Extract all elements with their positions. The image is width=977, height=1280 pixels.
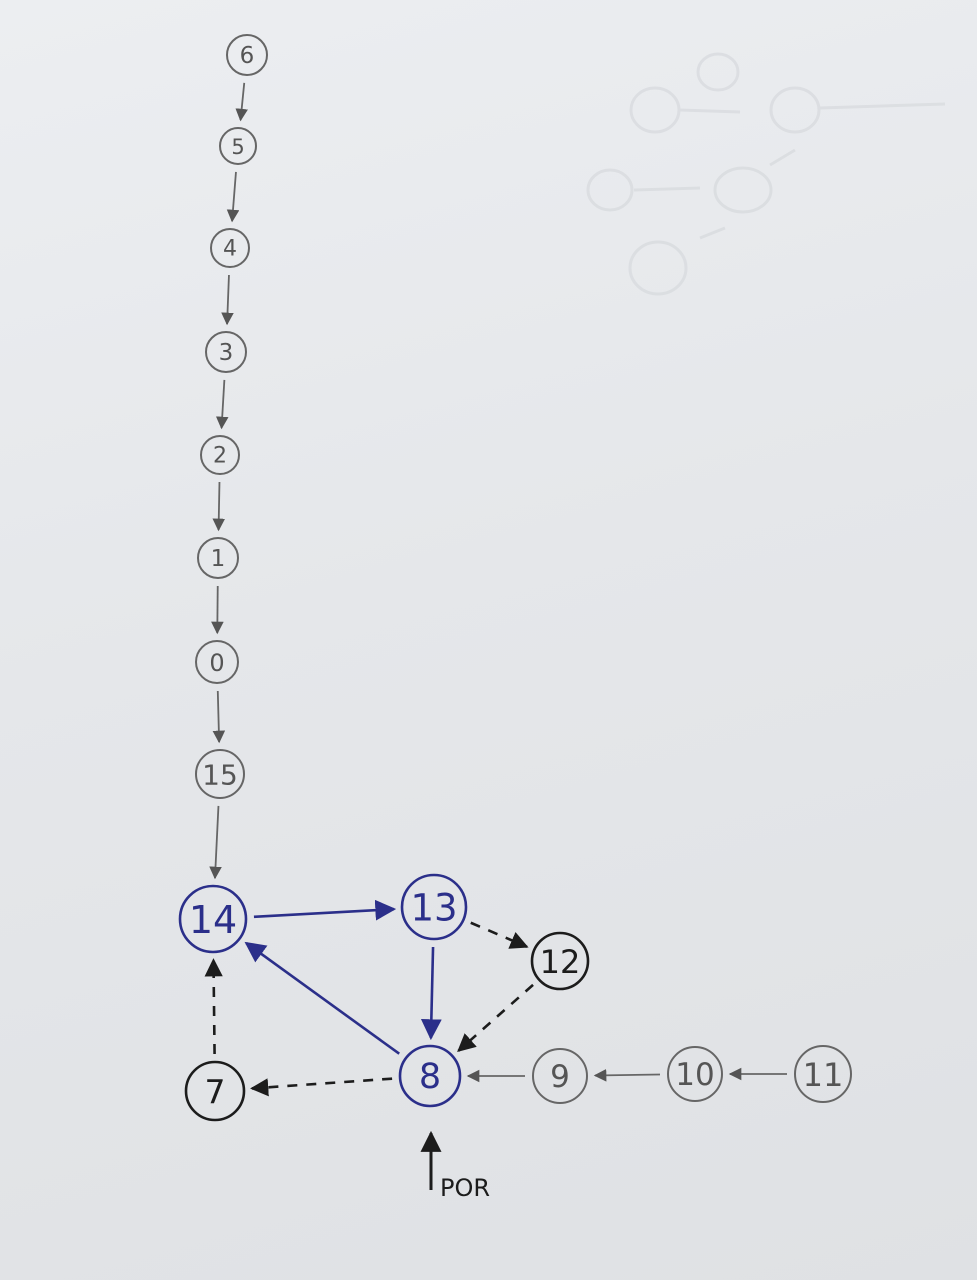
entry-arrow: POR <box>420 1130 490 1202</box>
state-node-label: 12 <box>540 943 581 981</box>
state-node-label: 10 <box>675 1057 714 1093</box>
edges-layer <box>204 82 787 1097</box>
state-node-label: 6 <box>240 43 255 69</box>
state-node-15: 15 <box>195 749 245 799</box>
transition-arrow <box>221 274 234 326</box>
state-node-10: 10 <box>667 1046 723 1102</box>
transition-arrow <box>244 941 400 1055</box>
state-node-label: 5 <box>231 135 244 159</box>
transition-arrow <box>420 946 442 1041</box>
state-node-circle <box>219 127 257 165</box>
state-node-circle <box>532 1048 588 1104</box>
state-node-label: 4 <box>223 237 237 262</box>
faint-impression-line <box>633 102 946 240</box>
transition-arrow <box>253 899 397 921</box>
faint-impression-circle <box>769 86 821 134</box>
transition-arrow <box>215 379 229 430</box>
state-node-6: 6 <box>226 34 268 76</box>
faint-impression-group <box>586 52 946 296</box>
state-node-label: 2 <box>213 444 227 469</box>
state-node-label: 1 <box>211 546 226 572</box>
state-node-1: 1 <box>197 537 239 579</box>
state-node-circle <box>794 1045 852 1103</box>
faint-impression-circle <box>629 86 681 134</box>
transition-arrow <box>470 921 529 949</box>
state-node-circle <box>178 884 248 954</box>
faint-impression-circle <box>628 240 688 296</box>
state-node-3: 3 <box>205 331 247 373</box>
transition-arrow <box>209 805 222 880</box>
state-node-11: 11 <box>794 1045 852 1103</box>
state-node-label: 14 <box>189 898 237 942</box>
transition-arrow <box>235 82 248 122</box>
entry-label: POR <box>440 1174 490 1202</box>
state-node-0: 0 <box>195 640 239 684</box>
faint-impression-circle <box>586 168 634 212</box>
state-node-9: 9 <box>532 1048 588 1104</box>
transition-arrow <box>250 1077 393 1097</box>
state-node-2: 2 <box>200 435 240 475</box>
state-node-13: 13 <box>400 873 468 941</box>
state-node-circle <box>195 640 239 684</box>
state-node-5: 5 <box>219 127 257 165</box>
state-node-label: 3 <box>219 340 234 366</box>
state-node-14: 14 <box>178 884 248 954</box>
state-node-label: 15 <box>202 759 238 792</box>
transition-arrow <box>593 1069 661 1082</box>
state-node-circle <box>400 873 468 941</box>
state-node-4: 4 <box>210 228 250 268</box>
transition-arrow <box>212 690 226 744</box>
state-node-circle <box>226 34 268 76</box>
transition-arrow <box>204 958 223 1055</box>
state-node-circle <box>197 537 239 579</box>
state-node-circle <box>195 749 245 799</box>
state-node-circle <box>210 228 250 268</box>
state-node-label: 8 <box>419 1057 441 1097</box>
state-node-label: 13 <box>410 887 457 930</box>
state-node-circle <box>200 435 240 475</box>
transition-arrow <box>457 983 534 1053</box>
state-node-8: 8 <box>398 1044 462 1108</box>
faint-impression-circle <box>713 166 773 214</box>
state-node-circle <box>205 331 247 373</box>
state-node-circle <box>398 1044 462 1108</box>
state-node-7: 7 <box>184 1060 246 1122</box>
state-node-circle <box>184 1060 246 1122</box>
state-node-12: 12 <box>530 931 590 991</box>
faint-impression-circle <box>696 52 740 92</box>
state-node-circle <box>667 1046 723 1102</box>
state-node-label: 11 <box>803 1056 844 1094</box>
state-node-label: 9 <box>550 1059 570 1095</box>
transition-arrow <box>226 171 240 223</box>
state-node-label: 7 <box>205 1073 226 1112</box>
state-node-circle <box>530 931 590 991</box>
state-node-label: 0 <box>209 649 224 677</box>
transition-arrow <box>212 481 226 532</box>
